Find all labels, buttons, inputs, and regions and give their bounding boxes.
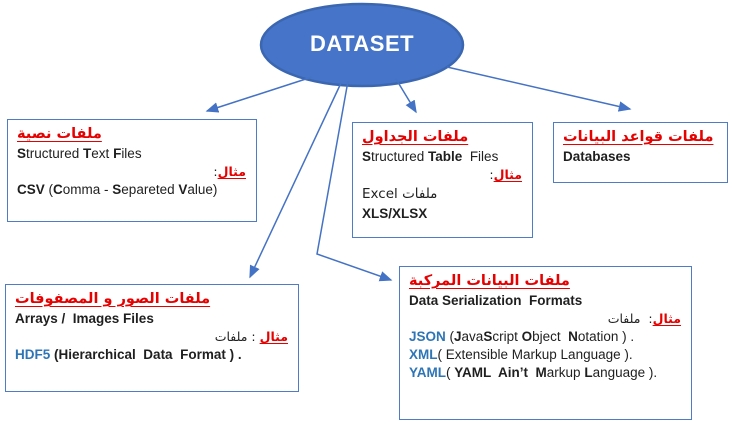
box-title: ملفات الصور و المصفوفات [15, 291, 211, 307]
example-label: مثال [652, 311, 681, 326]
arrow-to-arrays-images [249, 82, 342, 279]
text-segment: iles [121, 146, 142, 161]
json-line: JSON (JavaScript Object Notation ) . [409, 328, 681, 346]
json-keyword: JSON [409, 329, 450, 344]
text-segment: C [53, 182, 63, 197]
box-subtitle: Arrays / Images Files [15, 311, 154, 326]
example-line: مثال: [362, 166, 522, 184]
excel-files-arabic: ملفات [402, 186, 438, 202]
text-segment: ava [461, 329, 484, 344]
text-segment: L [584, 365, 593, 380]
dataset-ellipse [259, 2, 465, 88]
text-segment: omma - [62, 182, 113, 197]
text-segment: alue) [187, 182, 218, 197]
box-arrays-images: ملفات الصور و المصفوفات Arrays / Images … [5, 284, 299, 392]
box-text-files: ملفات نصية Structured Text Files مثال: C… [7, 119, 257, 222]
example-line: مثال: [17, 163, 246, 181]
text-segment: V [178, 182, 188, 197]
text-segment: bject [532, 329, 569, 344]
example-label: مثال [493, 167, 522, 182]
dataset-node-label: DATASET [309, 31, 415, 56]
text-segment: YAML Ain’t [454, 365, 536, 380]
text-segment: tructured [26, 146, 84, 161]
example-line: مثال : ملفات [15, 328, 288, 346]
text-segment: cript [492, 329, 522, 344]
box-subtitle: Data Serialization Formats [409, 293, 583, 308]
arrow-to-databases [446, 66, 632, 112]
text-segment: S [112, 182, 122, 197]
text-segment: ( [449, 329, 455, 344]
xls-formats: XLS/XLSX [362, 206, 428, 221]
box-subtitle: Structured Table Files [362, 148, 522, 166]
text-segment: ( Extensible Markup Language ). [437, 347, 633, 362]
xml-line: XML( Extensible Markup Language ). [409, 346, 681, 364]
text-segment: J [454, 329, 462, 344]
text-segment: O [521, 329, 533, 344]
box-title: ملفات قواعد البيانات [563, 129, 714, 145]
example-word: ملفات [214, 329, 248, 344]
csv-line: CSV (Comma - Separeted Value) [17, 181, 246, 199]
text-segment: otation ) . [577, 329, 635, 344]
box-subtitle: Structured Text Files [17, 145, 246, 163]
text-segment: S [17, 146, 27, 161]
xml-keyword: XML [409, 347, 438, 362]
text-segment: Files [462, 149, 499, 164]
csv-keyword: CSV [17, 182, 49, 197]
box-title: ملفات البيانات المركبة [409, 273, 570, 289]
text-segment: ext [91, 146, 114, 161]
box-title: ملفات نصية [17, 126, 102, 142]
yaml-keyword: YAML [409, 365, 447, 380]
text-segment: F [113, 146, 122, 161]
example-colon: : [247, 329, 260, 344]
text-segment: M [535, 365, 547, 380]
excel-line: ملفات Excel [362, 184, 522, 205]
text-segment: T [83, 146, 92, 161]
box-title: ملفات الجداول [362, 129, 469, 145]
box-databases: ملفات قواعد البيانات Databases [553, 122, 728, 183]
text-segment: N [568, 329, 578, 344]
box-subtitle: Databases [563, 149, 631, 164]
text-segment: anguage ). [592, 365, 658, 380]
example-word: ملفات [607, 311, 641, 326]
text-segment: tructured [371, 149, 429, 164]
example-colon: : [213, 164, 218, 179]
text-segment: ( [48, 182, 54, 197]
text-segment: ( [446, 365, 455, 380]
text-segment: arkup [546, 365, 585, 380]
text-segment: S [362, 149, 372, 164]
text-segment: (Hierarchical Data Format ) . [54, 347, 242, 362]
text-segment: Table [428, 149, 463, 164]
example-label: مثال [217, 164, 246, 179]
example-colon: : [489, 167, 494, 182]
example-label: مثال [259, 329, 288, 344]
box-serialization: ملفات البيانات المركبة Data Serializatio… [399, 266, 692, 420]
arrow-to-text-files [205, 76, 313, 113]
excel-label: Excel [362, 186, 403, 202]
box-table-files: ملفات الجداول Structured Table Files مثا… [352, 122, 533, 238]
arrow-to-serialization [316, 80, 393, 282]
hdf5-line: HDF5 (Hierarchical Data Format ) . [15, 346, 288, 364]
hdf5-keyword: HDF5 [15, 347, 55, 362]
example-line: مثال: ملفات [409, 310, 681, 328]
text-segment: S [483, 329, 493, 344]
yaml-line: YAML( YAML Ain’t Markup Language ). [409, 364, 681, 382]
arrow-to-table-files [395, 78, 417, 114]
example-colon: : [640, 311, 653, 326]
text-segment: epareted [121, 182, 179, 197]
